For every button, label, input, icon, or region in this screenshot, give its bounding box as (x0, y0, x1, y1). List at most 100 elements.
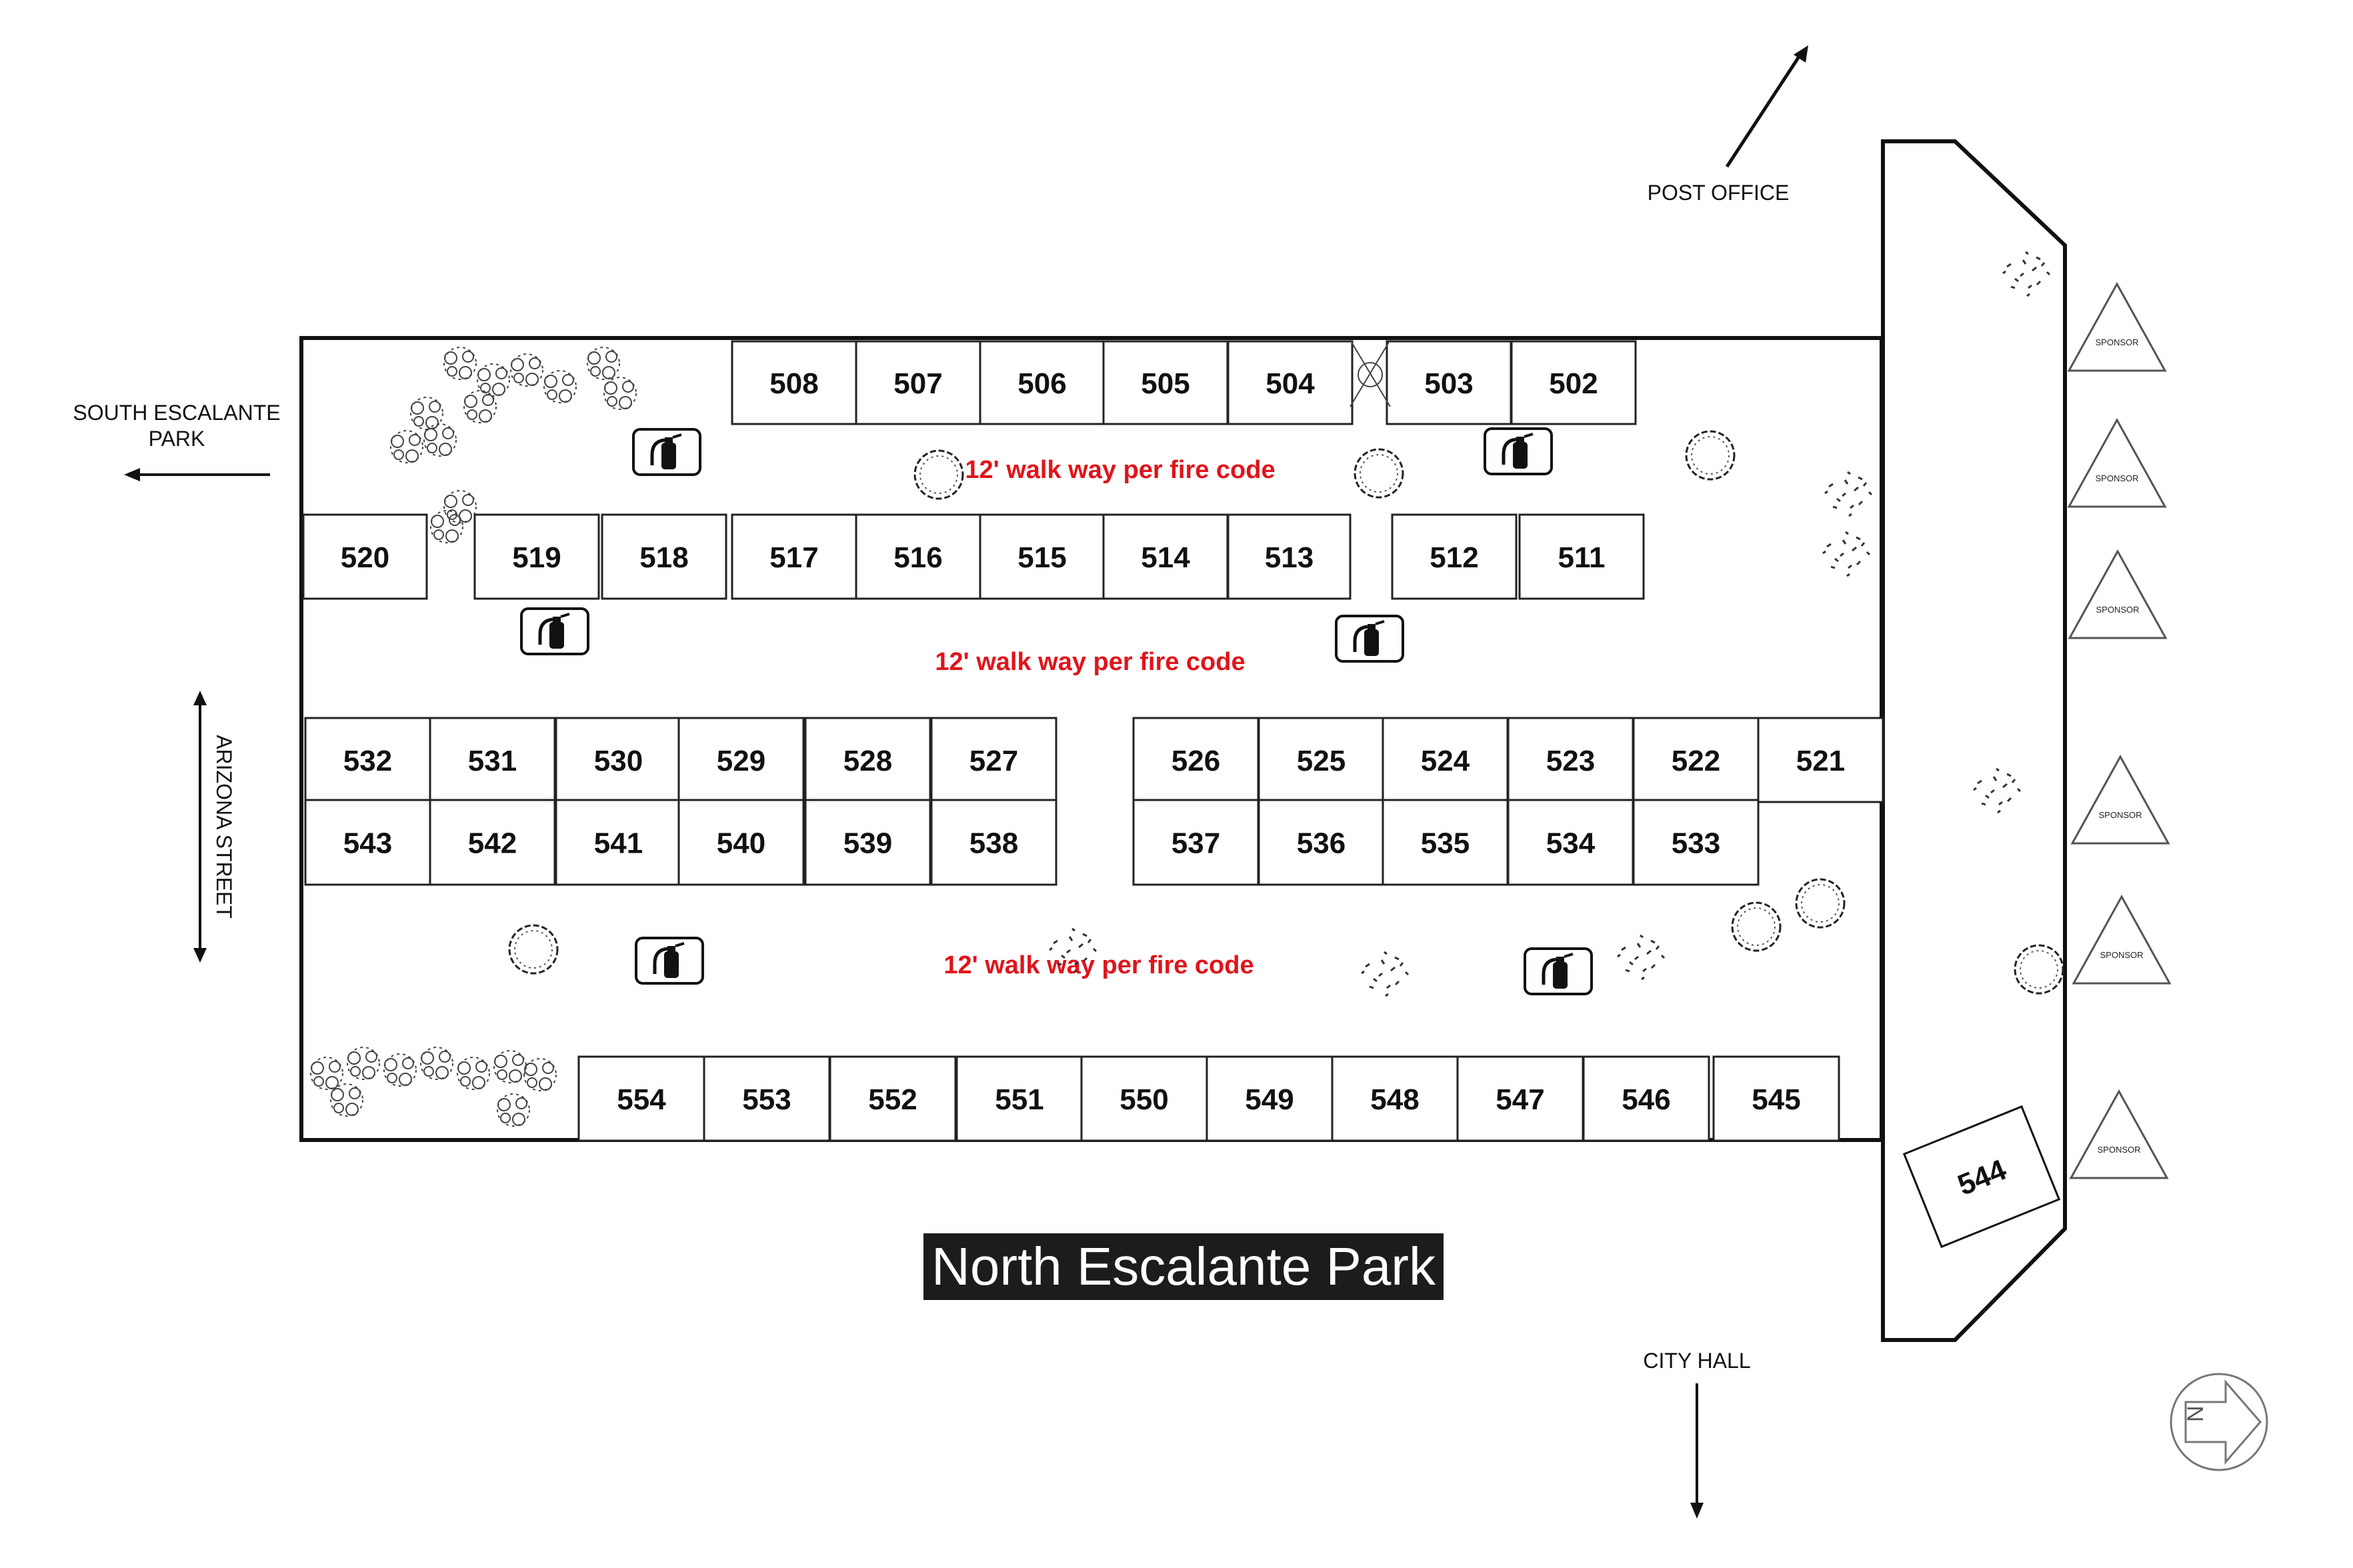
booth-549-label: 549 (1245, 1083, 1294, 1116)
booth-502[interactable]: 502 (1510, 340, 1637, 425)
booth-533[interactable]: 533 (1632, 799, 1760, 886)
booth-542[interactable]: 542 (429, 799, 556, 886)
booth-547-label: 547 (1496, 1083, 1544, 1116)
booth-525[interactable]: 525 (1258, 717, 1385, 803)
shrub-icon (1822, 531, 1871, 577)
booth-508-label: 508 (769, 367, 818, 400)
booth-512[interactable]: 512 (1391, 513, 1518, 600)
booth-512-label: 512 (1430, 541, 1478, 574)
booth-521[interactable]: 521 (1757, 717, 1884, 803)
booth-536[interactable]: 536 (1258, 799, 1385, 886)
booth-534[interactable]: 534 (1507, 799, 1634, 886)
booth-504[interactable]: 504 (1227, 340, 1354, 425)
booth-531-label: 531 (468, 745, 517, 777)
booth-538[interactable]: 538 (930, 799, 1057, 886)
booth-518[interactable]: 518 (601, 513, 727, 600)
city-hall-label: CITY HALL (1643, 1349, 1750, 1373)
booth-531[interactable]: 531 (429, 717, 556, 803)
sponsor-spot-6: SPONSOR (2070, 1090, 2168, 1179)
booth-529[interactable]: 529 (677, 717, 805, 803)
tree-icon (1731, 901, 1782, 952)
booth-526[interactable]: 526 (1132, 717, 1260, 803)
booth-547[interactable]: 547 (1456, 1055, 1584, 1142)
svg-text:SPONSOR: SPONSOR (2095, 337, 2138, 347)
fire-extinguisher-icon (1485, 429, 1552, 474)
booth-527[interactable]: 527 (930, 717, 1057, 803)
booth-551[interactable]: 551 (955, 1055, 1083, 1142)
booth-507[interactable]: 507 (855, 340, 981, 425)
booth-521-label: 521 (1796, 745, 1845, 777)
booth-504-label: 504 (1266, 367, 1315, 400)
booth-546[interactable]: 546 (1582, 1055, 1710, 1142)
booth-548[interactable]: 548 (1331, 1055, 1459, 1142)
fire-extinguisher-icon (521, 609, 588, 654)
city-hall-direction: CITY HALL (1643, 1349, 1751, 1519)
booth-526-label: 526 (1171, 745, 1220, 777)
marker-x (1350, 339, 1391, 407)
booth-520-label: 520 (341, 541, 389, 574)
fire-lane-label-2: 12' walk way per fire code (935, 648, 1245, 676)
booth-530[interactable]: 530 (555, 717, 682, 803)
booth-515-label: 515 (1017, 541, 1066, 574)
booth-540[interactable]: 540 (677, 799, 805, 886)
booth-553[interactable]: 553 (703, 1055, 831, 1142)
booth-549[interactable]: 549 (1206, 1055, 1334, 1142)
sponsor-spot-1: SPONSOR (2068, 283, 2166, 372)
booth-545[interactable]: 545 (1712, 1055, 1840, 1142)
booth-506-label: 506 (1017, 367, 1066, 400)
booth-538-label: 538 (969, 827, 1018, 860)
booth-505[interactable]: 505 (1102, 340, 1229, 425)
north-arrow-icon: N (2170, 1373, 2268, 1471)
booth-522-label: 522 (1672, 745, 1720, 777)
booth-553-label: 553 (742, 1083, 791, 1116)
svg-text:SPONSOR: SPONSOR (2096, 605, 2139, 615)
booth-511[interactable]: 511 (1518, 513, 1645, 600)
booth-544[interactable]: 544 (1902, 1105, 2061, 1249)
booth-516[interactable]: 516 (855, 513, 981, 600)
booth-546-label: 546 (1622, 1083, 1670, 1116)
booth-520[interactable]: 520 (302, 513, 428, 600)
booth-503[interactable]: 503 (1386, 340, 1512, 425)
shrub-icon (1616, 934, 1666, 981)
booth-554[interactable]: 554 (577, 1055, 705, 1142)
shrub-icon (1824, 471, 1873, 517)
south-park-direction: SOUTH ESCALANTE PARK (73, 401, 281, 481)
tree-icon (508, 924, 559, 975)
booth-552[interactable]: 552 (829, 1055, 957, 1142)
tree-icon (1795, 878, 1846, 929)
booth-513[interactable]: 513 (1227, 513, 1352, 600)
booth-514[interactable]: 514 (1102, 513, 1229, 600)
booth-515[interactable]: 515 (979, 513, 1105, 600)
booth-532[interactable]: 532 (304, 717, 431, 803)
booth-537[interactable]: 537 (1132, 799, 1260, 886)
south-park-label-1: SOUTH ESCALANTE (73, 401, 280, 425)
booth-535[interactable]: 535 (1382, 799, 1509, 886)
booth-545-label: 545 (1752, 1083, 1800, 1116)
svg-text:SPONSOR: SPONSOR (2097, 1145, 2140, 1155)
shrub-icon (1360, 951, 1410, 997)
booth-539[interactable]: 539 (804, 799, 931, 886)
booth-503-label: 503 (1424, 367, 1473, 400)
arizona-street-direction: ARIZONA STREET (193, 691, 236, 963)
booth-524[interactable]: 524 (1382, 717, 1509, 803)
post-office-label: POST OFFICE (1648, 181, 1790, 205)
booth-543[interactable]: 543 (304, 799, 431, 886)
booth-517[interactable]: 517 (731, 513, 857, 600)
booth-522[interactable]: 522 (1632, 717, 1760, 803)
booth-554-label: 554 (617, 1083, 666, 1116)
svg-text:SPONSOR: SPONSOR (2100, 950, 2143, 960)
booth-551-label: 551 (995, 1083, 1043, 1116)
booth-523[interactable]: 523 (1507, 717, 1634, 803)
svg-text:SPONSOR: SPONSOR (2095, 473, 2138, 483)
booth-528[interactable]: 528 (804, 717, 931, 803)
booth-514-label: 514 (1141, 541, 1190, 574)
booth-550[interactable]: 550 (1080, 1055, 1208, 1142)
tree-icon (1685, 430, 1736, 481)
booth-519[interactable]: 519 (473, 513, 600, 600)
booth-541[interactable]: 541 (555, 799, 682, 886)
fire-extinguisher-icon (633, 429, 700, 475)
booth-524-label: 524 (1421, 745, 1470, 777)
booth-506[interactable]: 506 (979, 340, 1105, 425)
booth-508[interactable]: 508 (731, 340, 857, 425)
booth-513-label: 513 (1265, 541, 1314, 574)
